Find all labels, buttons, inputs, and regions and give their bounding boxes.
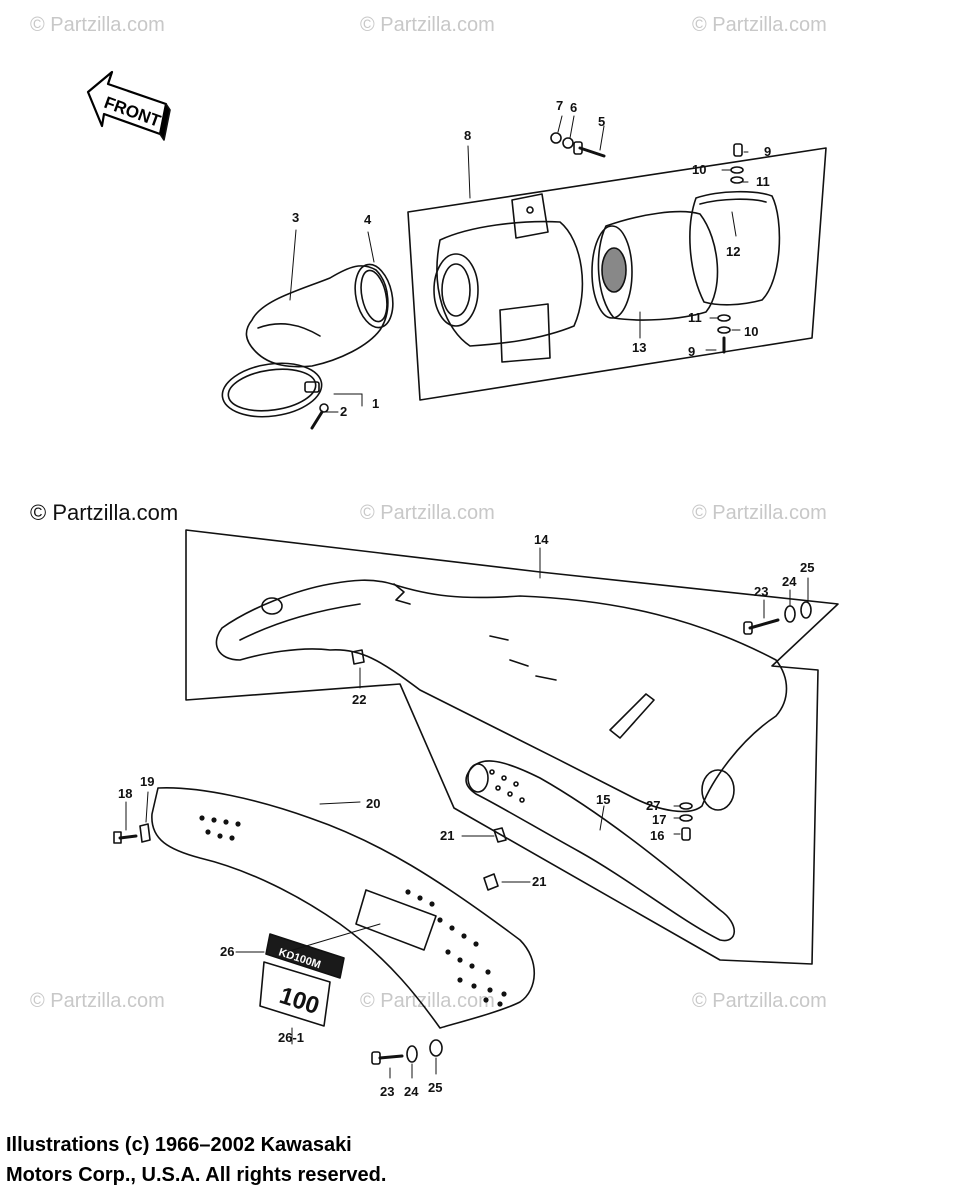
washer-7 xyxy=(550,132,562,144)
bolt-23-upper xyxy=(743,618,780,635)
washer-10-bottom xyxy=(717,326,731,334)
washer-11-bottom xyxy=(717,314,731,322)
callout-11-top: 11 xyxy=(756,174,770,189)
clamp-band xyxy=(221,362,323,418)
watermark-bottom-center: © Partzilla.com xyxy=(360,990,495,1012)
copyright-line-1: Illustrations (c) 1966–2002 Kawasaki xyxy=(6,1134,352,1156)
callout-25-upper: 25 xyxy=(800,560,814,575)
watermark-top-center: © Partzilla.com xyxy=(360,14,495,36)
clip-19 xyxy=(139,823,151,843)
washer-24-lower xyxy=(406,1045,418,1063)
callout-14: 14 xyxy=(534,532,549,547)
tail-pipe xyxy=(465,760,736,942)
bolt-23-lower xyxy=(371,1051,404,1065)
callout-18: 18 xyxy=(118,786,132,801)
clamp-screw xyxy=(310,403,329,430)
air-cleaner-outline xyxy=(407,147,827,401)
air-cleaner-cover xyxy=(689,190,781,306)
watermark-top-left: © Partzilla.com xyxy=(30,14,165,36)
callout-5: 5 xyxy=(598,114,605,129)
washer-17 xyxy=(679,814,693,822)
clip-21-upper xyxy=(493,827,507,843)
callout-8: 8 xyxy=(464,128,471,143)
washer-25-lower xyxy=(429,1039,443,1057)
callout-26-1: 26-1 xyxy=(278,1030,304,1045)
screw-18 xyxy=(113,831,138,844)
callout-21-lower: 21 xyxy=(532,874,546,889)
watermark-mid-right: © Partzilla.com xyxy=(692,502,827,524)
callout-19: 19 xyxy=(140,774,154,789)
copyright-notice: Illustrations (c) 1966–2002 Kawasaki Mot… xyxy=(6,1130,386,1190)
callout-26: 26 xyxy=(220,944,234,959)
callout-21-upper: 21 xyxy=(440,828,454,843)
callout-10-bottom: 10 xyxy=(744,324,758,339)
badge-number: 100 xyxy=(276,982,322,1020)
watermark-mid-left: © Partzilla.com xyxy=(30,500,179,525)
callout-16: 16 xyxy=(650,828,664,843)
callout-15: 15 xyxy=(596,792,610,807)
washer-11-top xyxy=(730,176,744,184)
callout-4: 4 xyxy=(364,212,372,227)
washer-10-top xyxy=(730,166,744,174)
muffler-body xyxy=(215,579,788,813)
watermark-mid-center: © Partzilla.com xyxy=(360,502,495,524)
watermark-bottom-left: © Partzilla.com xyxy=(30,990,165,1012)
callout-11-bottom: 11 xyxy=(688,310,702,325)
callout-27: 27 xyxy=(646,798,660,813)
front-arrow: FRONT xyxy=(86,70,171,141)
washer-25-upper xyxy=(800,601,812,619)
heat-shield xyxy=(151,787,535,1029)
emblem-26: KD100M xyxy=(265,933,345,979)
callout-20: 20 xyxy=(366,796,380,811)
washer-27 xyxy=(679,802,693,810)
callout-23-upper: 23 xyxy=(754,584,768,599)
callout-1: 1 xyxy=(372,396,379,411)
washer-24-upper xyxy=(784,605,796,623)
bolt-16 xyxy=(681,827,691,841)
callout-6: 6 xyxy=(570,100,577,115)
washer-6 xyxy=(562,137,574,149)
callout-labels: 1 2 3 4 5 6 7 8 9 10 11 12 13 11 10 9 14… xyxy=(118,98,814,1099)
leader-lines xyxy=(125,115,809,1079)
air-filter-element xyxy=(591,210,719,321)
callout-23-lower: 23 xyxy=(380,1084,394,1099)
callout-25-lower: 25 xyxy=(428,1080,442,1095)
clip-21-lower xyxy=(483,873,499,891)
callout-3: 3 xyxy=(292,210,299,225)
screw-9-top xyxy=(733,143,743,157)
callout-9-bottom: 9 xyxy=(688,344,695,359)
callout-17: 17 xyxy=(652,812,666,827)
watermark-top-right: © Partzilla.com xyxy=(692,14,827,36)
callout-7: 7 xyxy=(556,98,563,113)
pipe-end-cap xyxy=(701,769,735,811)
bolt-5 xyxy=(573,141,606,158)
callout-22: 22 xyxy=(352,692,366,707)
watermark-bottom-right: © Partzilla.com xyxy=(692,990,827,1012)
callout-9-top: 9 xyxy=(764,144,771,159)
callout-24-upper: 24 xyxy=(782,574,797,589)
intake-duct xyxy=(245,263,394,368)
clip-22 xyxy=(351,649,365,665)
callout-10-top: 10 xyxy=(692,162,706,177)
callout-2: 2 xyxy=(340,404,347,419)
callout-24-lower: 24 xyxy=(404,1084,419,1099)
muffler-outline xyxy=(185,529,839,965)
copyright-line-2: Motors Corp., U.S.A. All rights reserved… xyxy=(6,1164,387,1186)
callout-13: 13 xyxy=(632,340,646,355)
air-cleaner-case xyxy=(433,193,584,363)
callout-12: 12 xyxy=(726,244,740,259)
